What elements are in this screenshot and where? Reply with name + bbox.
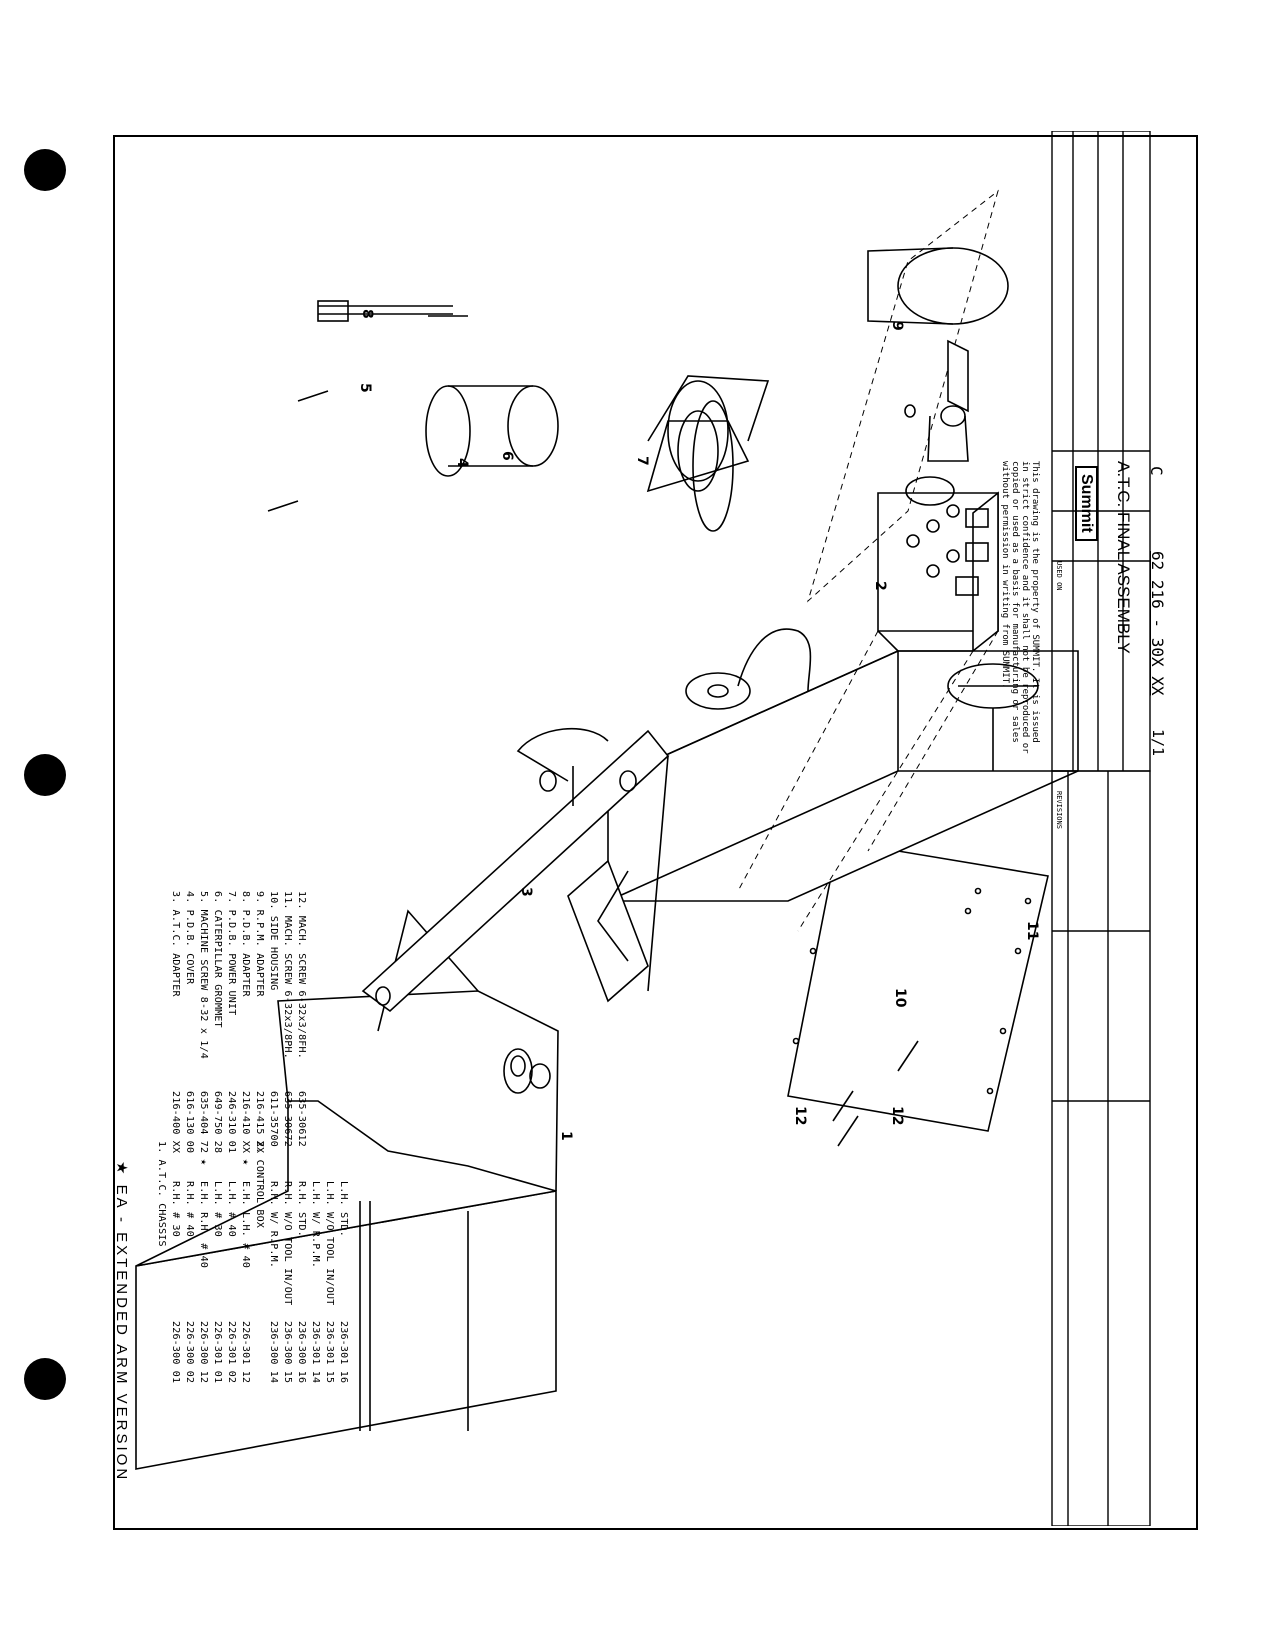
item-desc: 4. P.D.B. COVER [184, 891, 195, 985]
chassis-header: 1. A.T.C. CHASSIS [156, 1141, 167, 1247]
tool-holder-block [567, 859, 649, 1003]
drawing-size: C [1147, 466, 1166, 476]
control-part: 236-301 16 [338, 1321, 349, 1384]
chassis-desc: E.H. L.H. # 40 [240, 1181, 251, 1269]
chassis-desc: L.H. # 40 [226, 1181, 237, 1237]
sheet-number: 1/1 [1149, 729, 1167, 757]
item-part: 635-30672 [282, 1091, 293, 1147]
control-desc: L.H. STD. [338, 1181, 349, 1237]
confidentiality-line: copied or used as a basis for manufactur… [1010, 461, 1020, 743]
used-on-label: USED ON [1055, 561, 1063, 591]
item-part: 216-410 XX [240, 1091, 251, 1154]
chassis-mark: ★ [198, 1159, 209, 1166]
item-part: 216-400 XX [170, 1091, 181, 1154]
control-part: 236-300 15 [282, 1321, 293, 1384]
chassis-part: 226-300 01 [170, 1321, 181, 1384]
pdb-adapter-part-8 [317, 300, 468, 322]
item-part: 611-35700 [268, 1091, 279, 1147]
binder-hole-top [24, 149, 66, 191]
control-desc: R.H. W/O TOOL IN/OUT [282, 1181, 293, 1306]
item-desc: 10. SIDE HOUSING [268, 891, 279, 991]
item-desc: 7. P.D.B. POWER UNIT [226, 891, 237, 1016]
control-part: 236-300 14 [268, 1321, 279, 1384]
item-desc: 3. A.T.C. ADAPTER [170, 891, 181, 997]
control-header: 2. CONTROL BOX [254, 1141, 265, 1229]
item-desc: 11. MACH. SCREW 6-32x3/8PH. [282, 891, 293, 1059]
binder-hole-middle [24, 754, 66, 796]
atc-chassis-part-1 [135, 909, 559, 1470]
atc-adapter-plate-part-3 [361, 727, 670, 1013]
item-desc: 9. R.P.M. ADAPTER [254, 891, 265, 997]
confidentiality-notice: This drawing is the property of SUMMIT. … [1000, 461, 1040, 754]
drawing-number: 62 216 - 30X XX [1148, 551, 1167, 696]
projection-lines [737, 189, 999, 932]
chassis-mark: ★ [240, 1159, 251, 1166]
item-part: 616-130 00 [184, 1091, 195, 1154]
rpm-cylinder [947, 663, 1039, 771]
title-block-frame [1051, 131, 1151, 1526]
binder-hole-bottom [24, 1358, 66, 1400]
control-desc: L.H. W/O TOOL IN/OUT [324, 1181, 335, 1306]
confidentiality-line: This drawing is the property of SUMMIT. … [1030, 461, 1040, 743]
control-part: 236-300 16 [296, 1321, 307, 1384]
confidentiality-line: without permission in writing from SUMMI… [1000, 461, 1010, 689]
control-part: 236-301 14 [310, 1321, 321, 1384]
chassis-part: 226-300 02 [184, 1321, 195, 1384]
chassis-part: 226-301 12 [240, 1321, 251, 1384]
chassis-desc: R.H. # 30 [170, 1181, 181, 1237]
item-desc: 12. MACH. SCREW 6-32x3/8FH. [296, 891, 307, 1059]
revisions-label: REVISIONS [1055, 791, 1063, 829]
rotated-drawing-sheet: 1 2 3 4 5 6 7 8 9 10 11 12 12 This drawi… [113, 131, 1168, 1526]
rpm-adapter-part-9 [867, 247, 1009, 506]
chassis-desc: L.H. # 30 [212, 1181, 223, 1237]
power-unit-part-7 [646, 375, 770, 532]
item-desc: 6. CATERPILLAR GROMMET [212, 891, 223, 1028]
confidentiality-line: in strict confidence and it shall not be… [1020, 461, 1030, 754]
chassis-desc: R.H. # 40 [184, 1181, 195, 1237]
pdb-cover-part-4 [425, 385, 559, 477]
exploded-assembly-diagram [135, 189, 1079, 1470]
item-part: 246-310 01 [226, 1091, 237, 1154]
control-desc: R.H. STD. [296, 1181, 307, 1237]
extended-arm-footnote: ★ EA - EXTENDED ARM VERSION [113, 1161, 130, 1483]
item-desc: 8. P.D.B. ADAPTER [240, 891, 251, 997]
drawing-title: A.T.C. FINAL ASSEMBLY [1114, 461, 1133, 654]
item-part: 216-415 XX [254, 1091, 265, 1154]
item-part: 649-750 28 [212, 1091, 223, 1154]
screws [267, 390, 919, 1147]
chassis-part: 226-301 02 [226, 1321, 237, 1384]
item-part: 635-404 72 [198, 1091, 209, 1154]
control-desc: R.H. W/ R.P.M. [268, 1181, 279, 1269]
chassis-part: 226-300 12 [198, 1321, 209, 1384]
drawing-border [113, 135, 1198, 1530]
control-part: 236-301 15 [324, 1321, 335, 1384]
control-box-part-2 [877, 491, 999, 653]
chassis-desc: E.H. R.H. # 40 [198, 1181, 209, 1269]
company-logo: Summit [1075, 466, 1098, 541]
control-desc: L.H. W/ R.P.M. [310, 1181, 321, 1269]
item-desc: 5. MACHINE SCREW 8-32 x 1/4 [198, 891, 209, 1059]
item-part: 635-30612 [296, 1091, 307, 1147]
chassis-part: 226-301 01 [212, 1321, 223, 1384]
